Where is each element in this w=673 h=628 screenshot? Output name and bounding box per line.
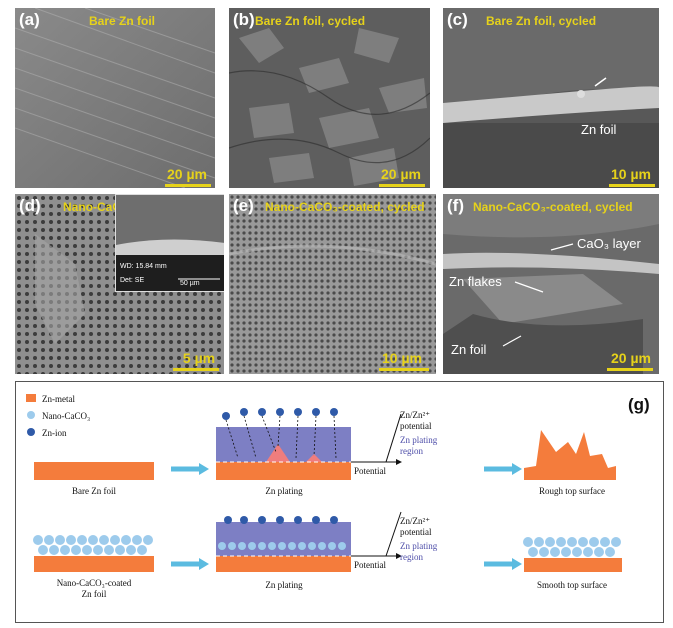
legend-zn-metal: Zn-metal	[42, 394, 75, 404]
row1-region-label2: region	[400, 446, 423, 456]
sem-panel-d: (d) Nano-CaCO₃-coated WD: 15.84 mm Det: …	[15, 194, 224, 374]
sem-image-e	[229, 194, 436, 374]
sem-panel-e: (e) Nano-CaCO₃-coated, cycled 10 µm	[229, 194, 436, 374]
row2-region-label: Zn plating	[400, 541, 438, 551]
annotation-arrows-f	[502, 243, 574, 347]
sem-image-b	[229, 8, 430, 188]
panel-title-e: Nano-CaCO₃-coated, cycled	[265, 200, 425, 214]
zn-flakes-annotation: Zn flakes	[449, 274, 502, 289]
smooth-surface	[524, 558, 622, 572]
scale-label-b: 20 µm	[381, 166, 421, 182]
cao3-layer-annotation: CaO₃ layer	[577, 236, 641, 251]
row2-zn-substrate	[216, 556, 351, 572]
sem-panel-f: (f) Nano-CaCO₃-coated, cycled CaO₃ layer…	[443, 194, 659, 374]
coated-foil-label-2: Zn foil	[82, 589, 107, 599]
sem-panel-b: (b) Bare Zn foil, cycled 20 µm	[229, 8, 430, 188]
zn-foil-annotation-f: Zn foil	[451, 342, 487, 357]
inset-wd-text: WD: 15.84 mm	[120, 263, 167, 270]
coated-foil-label-1: Nano-CaCO₃-coated	[57, 578, 132, 588]
schematic-panel-g: Zn-metal Nano-CaCO₃ Zn-ion (g) Bare Zn f…	[15, 381, 664, 623]
rough-surface-label: Rough top surface	[539, 486, 605, 496]
inset-image: WD: 15.84 mm Det: SE 50 µm	[115, 194, 224, 292]
panel-label-b: (b)	[233, 10, 255, 29]
legend-nano-swatch	[27, 411, 35, 419]
sem-image-c	[443, 8, 659, 188]
inset-det-text: Det: SE	[120, 277, 145, 284]
bare-zn-foil-slab	[34, 462, 154, 480]
scale-label-a: 20 µm	[167, 166, 207, 182]
smooth-surface-label: Smooth top surface	[537, 580, 607, 590]
scale-label-c: 10 µm	[611, 166, 651, 182]
scale-bar-e	[379, 368, 429, 371]
scale-bar-d	[173, 368, 219, 371]
row2-zn-plating-label: Zn plating	[265, 580, 303, 590]
bare-zn-foil-label: Bare Zn foil	[72, 486, 116, 496]
panel-label-c: (c)	[447, 10, 468, 29]
panel-label-a: (a)	[19, 10, 40, 29]
row2-potential-axis: Potential	[354, 560, 386, 570]
row2-region-label2: region	[400, 552, 423, 562]
row1-potential-axis: Potential	[354, 466, 386, 476]
scale-bar-f	[607, 368, 653, 371]
panel-title-a: Bare Zn foil	[89, 14, 156, 28]
panel-title-b: Bare Zn foil, cycled	[255, 14, 366, 28]
scale-bar-b	[379, 184, 425, 187]
sem-panel-c: (c) Bare Zn foil, cycled Zn foil 10 µm	[443, 8, 659, 188]
scale-label-d: 5 µm	[182, 350, 216, 366]
scale-bar-a	[165, 184, 211, 187]
row2-potential-top2: potential	[400, 527, 432, 537]
row2-nano-layer	[33, 535, 153, 555]
zn-foil-annotation-c: Zn foil	[581, 122, 617, 137]
panel-label-g: (g)	[628, 395, 650, 414]
sem-image-f	[443, 194, 659, 374]
schematic-drawing: Zn-metal Nano-CaCO₃ Zn-ion (g) Bare Zn f…	[26, 394, 650, 599]
sem-panel-a: (a) Bare Zn foil 20 µm	[15, 8, 215, 188]
scale-label-f: 20 µm	[611, 350, 651, 366]
scale-label-e: 10 µm	[382, 350, 422, 366]
row1-potential-top2: potential	[400, 421, 432, 431]
panel-label-f: (f)	[447, 196, 464, 215]
row2-potential-top: Zn/Zn²⁺	[400, 516, 430, 526]
row2-zn-ions	[224, 516, 338, 524]
panel-label-d: (d)	[19, 196, 41, 215]
row1-region-label: Zn plating	[400, 435, 438, 445]
inset-cross-section	[116, 195, 224, 291]
row1-zn-substrate	[216, 462, 351, 480]
panel-title-f: Nano-CaCO₃-coated, cycled	[473, 200, 633, 214]
row2-electrolyte	[216, 522, 351, 556]
scale-bar-c	[609, 184, 655, 187]
legend-zn-metal-swatch	[26, 394, 36, 402]
row1-zn-ions	[222, 408, 338, 420]
panel-label-e: (e)	[233, 196, 254, 215]
sem-image-a	[15, 8, 215, 188]
legend-zn-ion-swatch	[27, 428, 35, 436]
legend-nano: Nano-CaCO₃	[42, 411, 90, 421]
row1-zn-plating-label: Zn plating	[265, 486, 303, 496]
row1-potential-top: Zn/Zn²⁺	[400, 410, 430, 420]
rough-surface	[524, 430, 616, 480]
inset-scale-text: 50 µm	[180, 280, 200, 287]
coated-zn-foil-slab	[34, 556, 154, 572]
panel-title-c: Bare Zn foil, cycled	[486, 14, 597, 28]
legend-zn-ion: Zn-ion	[42, 428, 67, 438]
